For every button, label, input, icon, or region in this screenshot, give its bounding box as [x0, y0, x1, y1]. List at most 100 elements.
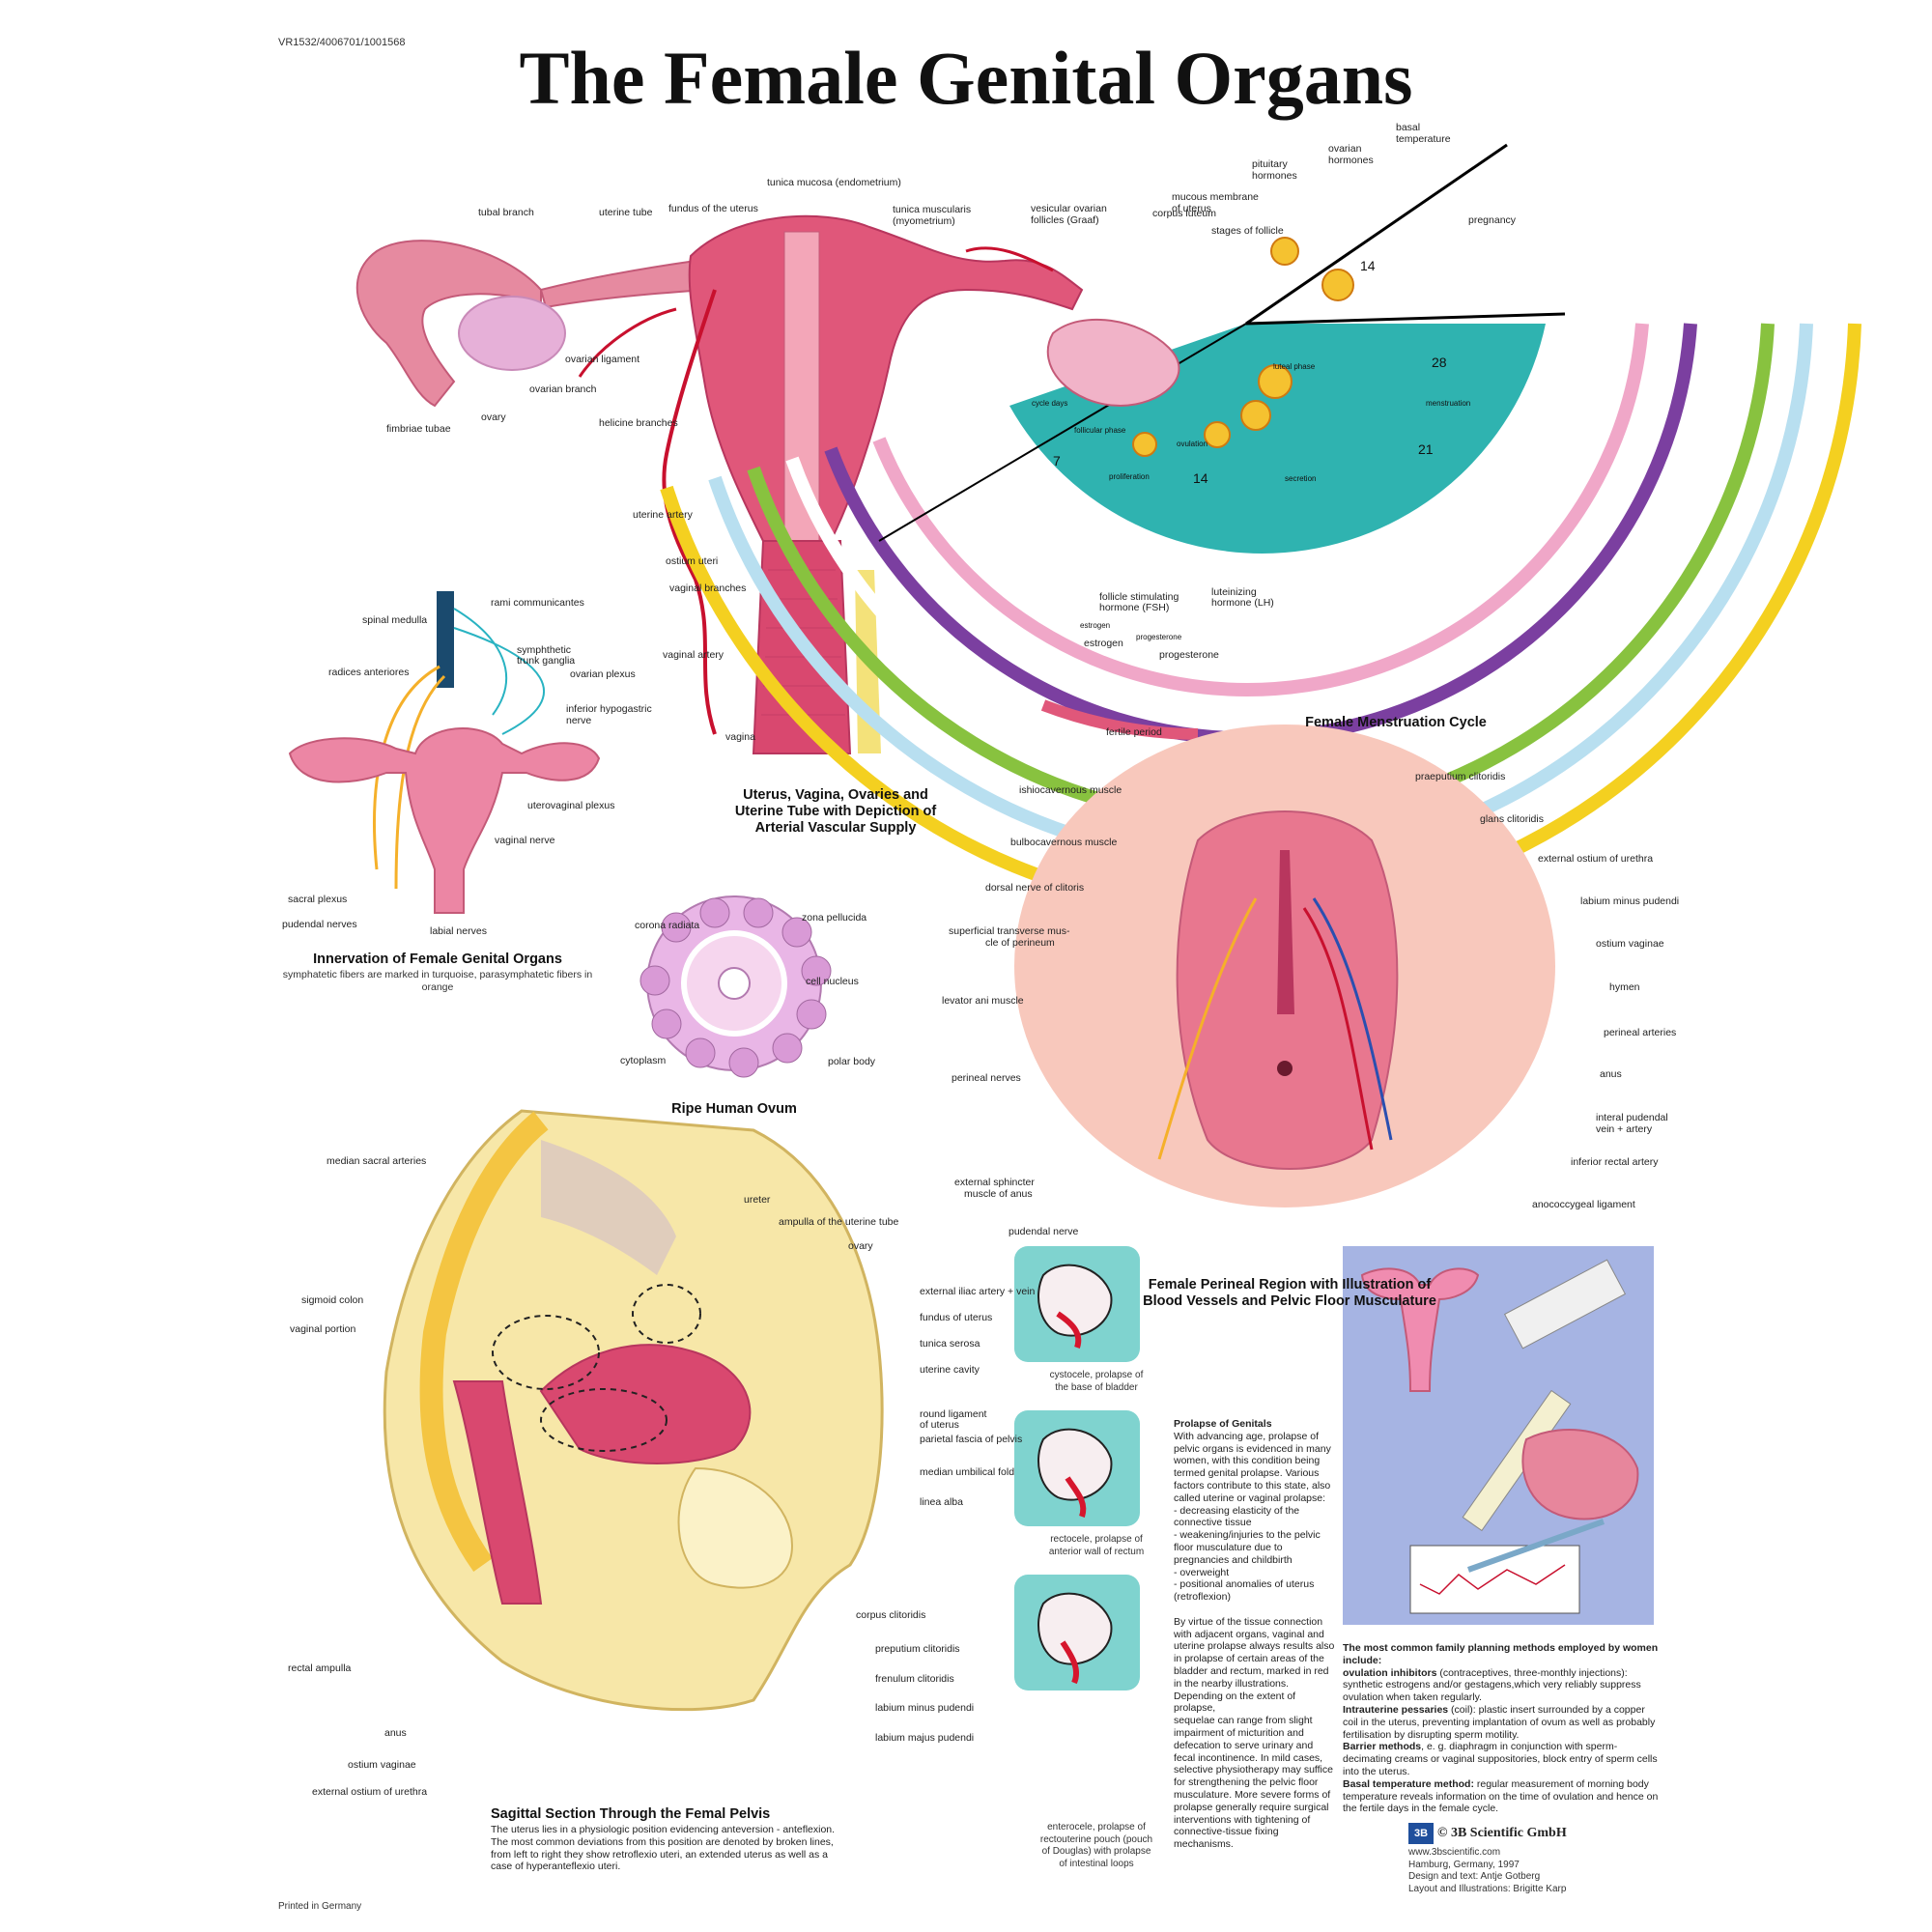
sagittal-label: of uterus — [920, 1419, 959, 1431]
innervation-label: uterovaginal plexus — [527, 800, 615, 811]
publisher-name: © 3B Scientific GmbH — [1437, 1826, 1567, 1840]
cycle-label: pituitary — [1252, 158, 1288, 170]
cycle-label: of uterus — [1172, 203, 1211, 214]
family-items: ovulation inhibitors (contraceptives, th… — [1343, 1667, 1662, 1816]
cycle-label: progesterone — [1159, 649, 1219, 661]
publisher-url: www.3bscientific.com — [1408, 1847, 1501, 1858]
text-line: enterocele, prolapse of — [1047, 1822, 1146, 1833]
cycle-label: corpus luteum — [1152, 208, 1216, 219]
innervation-label: labial nerves — [430, 925, 487, 937]
uterus-label: fimbriae tubae — [386, 423, 451, 435]
printed-note: Printed in Germany — [278, 1901, 362, 1912]
cycle-label: hormone (LH) — [1211, 597, 1274, 609]
text-line: uterine prolapse always results also — [1174, 1640, 1335, 1653]
prolapse-text: Prolapse of Genitals With advancing age,… — [1174, 1418, 1338, 1851]
text-line: with adjacent organs, vaginal and — [1174, 1628, 1324, 1640]
cycle-label: basal — [1396, 122, 1421, 133]
text-line: fecal incontinence. In mild cases, — [1174, 1751, 1323, 1764]
ovum-label: polar body — [828, 1056, 876, 1067]
text-line: the base of bladder — [1055, 1381, 1138, 1393]
cycle-label: hormones — [1328, 155, 1374, 166]
family-item-desc: (coil): plastic insert surrounded by a c… — [1343, 1703, 1656, 1741]
family-item: Barrier methods, e. g. diaphragm in conj… — [1343, 1741, 1662, 1777]
sagittal-label: frenulum clitoridis — [875, 1673, 954, 1685]
sagittal-label: external ostium of urethra — [312, 1786, 428, 1798]
ovum-label: cytoplasm — [620, 1055, 667, 1066]
uterus-label: ovarian branch — [529, 384, 597, 395]
uterus-label: ostium uteri — [666, 555, 719, 567]
perineum-label: ostium vaginae — [1596, 938, 1664, 950]
cycle-label: vesicular ovarian — [1031, 203, 1107, 214]
prolapse-caption-rectocele: rectocele, prolapse of anterior wall of … — [1029, 1534, 1164, 1558]
publisher-logo: 3B — [1408, 1823, 1434, 1844]
ovum-label: zona pellucida — [802, 912, 867, 923]
perineum-label: perineal arteries — [1604, 1027, 1677, 1038]
sagittal-label: parietal fascia of pelvis — [920, 1434, 1023, 1445]
cycle-mark: 21 — [1418, 441, 1434, 457]
innervation-illustration — [288, 591, 601, 914]
uterus-label: tubal branch — [478, 207, 534, 218]
cycle-mark: secretion — [1285, 474, 1316, 483]
text-line: By virtue of the tissue connection — [1174, 1615, 1323, 1628]
text-line: - overweight — [1174, 1566, 1230, 1578]
publisher-info: www.3bscientific.com Hamburg, Germany, 1… — [1408, 1847, 1566, 1895]
ovum-label: corona radiata — [635, 920, 700, 931]
uterus-label: fundus of the uterus — [668, 203, 758, 214]
perineum-label: bulbocavernous muscle — [1010, 837, 1118, 848]
sagittal-label: round ligament — [920, 1408, 987, 1420]
uterus-label: helicine branches — [599, 417, 678, 429]
sagittal-label: corpus clitoridis — [856, 1609, 926, 1621]
caption-line: Blood Vessels and Pelvic Floor Musculatu… — [1143, 1293, 1436, 1310]
text-line: pregnancies and childbirth — [1174, 1553, 1293, 1566]
family-item-desc: (contraceptives, three-monthly injection… — [1343, 1666, 1641, 1704]
text-line: anterior wall of rectum — [1048, 1546, 1145, 1557]
innervation-label: vaginal nerve — [495, 835, 555, 846]
cycle-label: hormones — [1252, 170, 1297, 182]
text-line: With advancing age, prolapse of — [1174, 1430, 1320, 1442]
prolapse-illustrations — [1014, 1246, 1140, 1690]
sagittal-label: fundus of uterus — [920, 1312, 993, 1323]
text-line: of Douglas) with prolapse — [1041, 1846, 1151, 1857]
publisher-place: Hamburg, Germany, 1997 — [1408, 1859, 1520, 1870]
perineum-label: superficial transverse mus- — [949, 925, 1070, 937]
uterus-label: ovarian ligament — [565, 354, 640, 365]
menstruation-cycle-diagram — [660, 143, 1861, 919]
family-planning-text: The most common family planning methods … — [1343, 1642, 1662, 1815]
sagittal-illustration — [383, 1109, 884, 1712]
perineum-label: perineal nerves — [952, 1072, 1021, 1084]
text-line: musculature. More severe forms of — [1174, 1788, 1331, 1801]
cycle-label: temperature — [1396, 133, 1451, 145]
caption-line: Arterial Vascular Supply — [754, 820, 917, 837]
text-line: defecation to serve urinary and — [1174, 1739, 1314, 1751]
sagittal-label: preputium clitoridis — [875, 1643, 960, 1655]
innervation-label: sacral plexus — [288, 894, 348, 905]
uterus-label: vagina — [725, 731, 755, 743]
prolapse-heading: Prolapse of Genitals — [1174, 1418, 1272, 1430]
text-line: The uterus lies in a physiologic positio… — [491, 1824, 836, 1835]
text-line: in the nearby illustrations. — [1174, 1677, 1290, 1690]
sagittal-label: median umbilical fold — [920, 1466, 1015, 1478]
perineal-illustration — [1014, 724, 1555, 1208]
sagittal-label: ampulla of the uterine tube — [779, 1216, 899, 1228]
perineum-label: praeputium clitoridis — [1415, 771, 1506, 782]
text-line: case of hyperanteflexio uteri. — [491, 1861, 621, 1873]
caption-innervation: Innervation of Female Genital Organs — [313, 952, 562, 967]
family-item: ovulation inhibitors (contraceptives, th… — [1343, 1667, 1662, 1704]
sagittal-label: labium minus pudendi — [875, 1702, 975, 1714]
text-line: The most common deviations from this pos… — [491, 1835, 834, 1848]
cycle-label: follicles (Graaf) — [1031, 214, 1099, 226]
innervation-label: trunk ganglia — [517, 655, 576, 667]
perineum-label: levator ani muscle — [942, 995, 1024, 1007]
cycle-label: follicle stimulating — [1099, 591, 1179, 603]
text-line: bladder and rectum, marked in red — [1174, 1664, 1329, 1677]
prolapse-caption-enterocele: enterocele, prolapse of rectouterine pou… — [1029, 1822, 1164, 1870]
family-item-desc: , e. g. diaphragm in conjunction with sp… — [1343, 1741, 1658, 1777]
text-line: rectocele, prolapse of — [1050, 1534, 1143, 1545]
uterus-label: tunica muscularis — [893, 204, 972, 215]
sagittal-label: linea alba — [920, 1496, 963, 1508]
uterus-label: vaginal branches — [669, 582, 747, 594]
text-line: women, with this condition being — [1174, 1455, 1321, 1467]
perineum-label: pudendal nerve — [1009, 1226, 1079, 1237]
text-line: - decreasing elasticity of the — [1174, 1504, 1300, 1517]
